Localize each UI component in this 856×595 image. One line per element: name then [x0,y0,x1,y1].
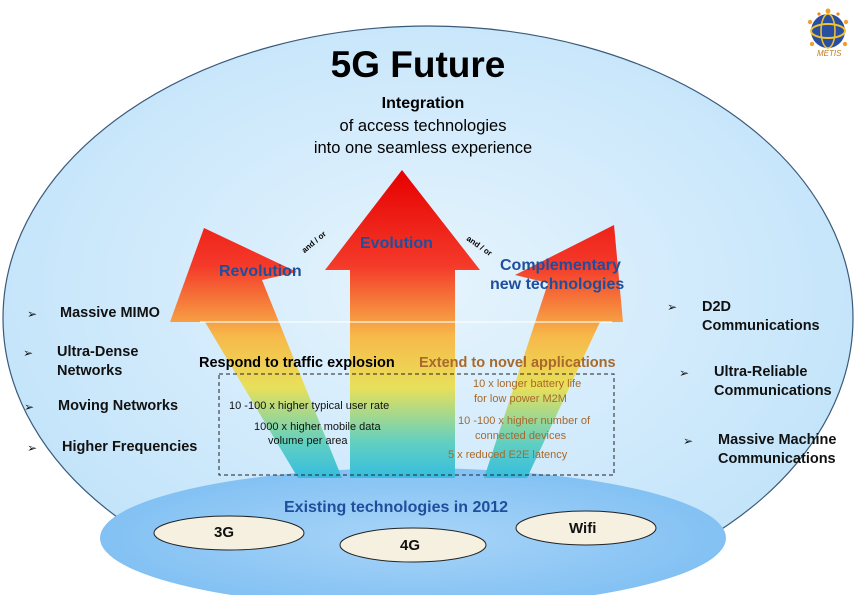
left-item-ultra-dense: Ultra-Dense Networks [57,343,138,381]
novel-stat-5: 5 x reduced E2E latency [448,449,568,461]
existing-tech-title: Existing technologies in 2012 [284,499,509,516]
subtitle-line3: into one seamless experience [313,139,533,157]
left-bullet-1: ➢ [27,307,38,321]
left-item-label: Ultra-Dense [57,344,139,360]
right-bullet-1: ➢ [667,300,678,314]
novel-stat-3: 10 -100 x higher number of [458,415,591,427]
tech-wifi-label: Wifi [569,520,597,537]
right-bullet-2: ➢ [679,366,690,380]
right-item-label: D2D [702,299,732,315]
label-evolution: Evolution [360,235,433,252]
right-item-massive-machine: Massive Machine Communications [718,431,836,469]
left-bullet-2: ➢ [23,346,34,360]
novel-stat-1: 10 x longer battery life [473,378,582,390]
arrow-revolution [170,228,342,478]
heading-novel: Extend to novel applications [419,355,616,371]
tech-3g-label: 3G [214,524,235,541]
heading-traffic: Respond to traffic explosion [199,355,395,371]
subtitle-line2: of access technologies [339,117,507,135]
right-item-label-2: Communications [714,383,832,399]
novel-stat-2: for low power M2M [474,393,567,405]
left-item-moving-networks: Moving Networks [58,397,178,416]
left-item-label-2: Networks [57,363,123,379]
label-new-technologies: new technologies [490,276,625,293]
left-item-label: Higher Frequencies [62,439,198,455]
page-title: 5G Future [330,44,506,85]
right-item-label: Ultra-Reliable [714,364,808,380]
left-item-higher-frequencies: Higher Frequencies [62,438,197,457]
tech-3g-ellipse [153,515,305,551]
left-bullet-3: ➢ [24,400,35,414]
tech-4g-ellipse [339,527,487,563]
metis-logo-label: METIS [817,49,842,58]
arrow-evolution [325,170,480,478]
label-revolution: Revolution [219,263,302,280]
left-bullet-4: ➢ [27,441,38,455]
traffic-stat-2: 1000 x higher mobile data [254,421,381,433]
tech-wifi-ellipse [515,510,657,546]
left-item-label: Massive MIMO [60,305,160,321]
left-item-label: Moving Networks [58,398,179,414]
right-item-label-2: Communications [718,451,836,467]
label-complementary: Complementary [500,257,621,274]
right-item-ultra-reliable: Ultra-Reliable Communications [714,363,832,401]
arrow-complementary [484,225,623,478]
stats-box [218,373,615,476]
right-item-label: Massive Machine [718,432,837,448]
tech-4g-label: 4G [400,537,421,554]
right-item-label-2: Communications [702,318,820,334]
left-item-massive-mimo: Massive MIMO [60,304,160,323]
right-bullet-3: ➢ [683,434,694,448]
traffic-stat-3: volume per area [268,435,348,447]
subtitle-line1: Integration [381,95,465,112]
traffic-stat-1: 10 -100 x higher typical user rate [229,400,390,412]
novel-stat-4: connected devices [475,430,567,442]
metis-logo [807,8,849,49]
right-item-d2d: D2D Communications [702,298,820,336]
